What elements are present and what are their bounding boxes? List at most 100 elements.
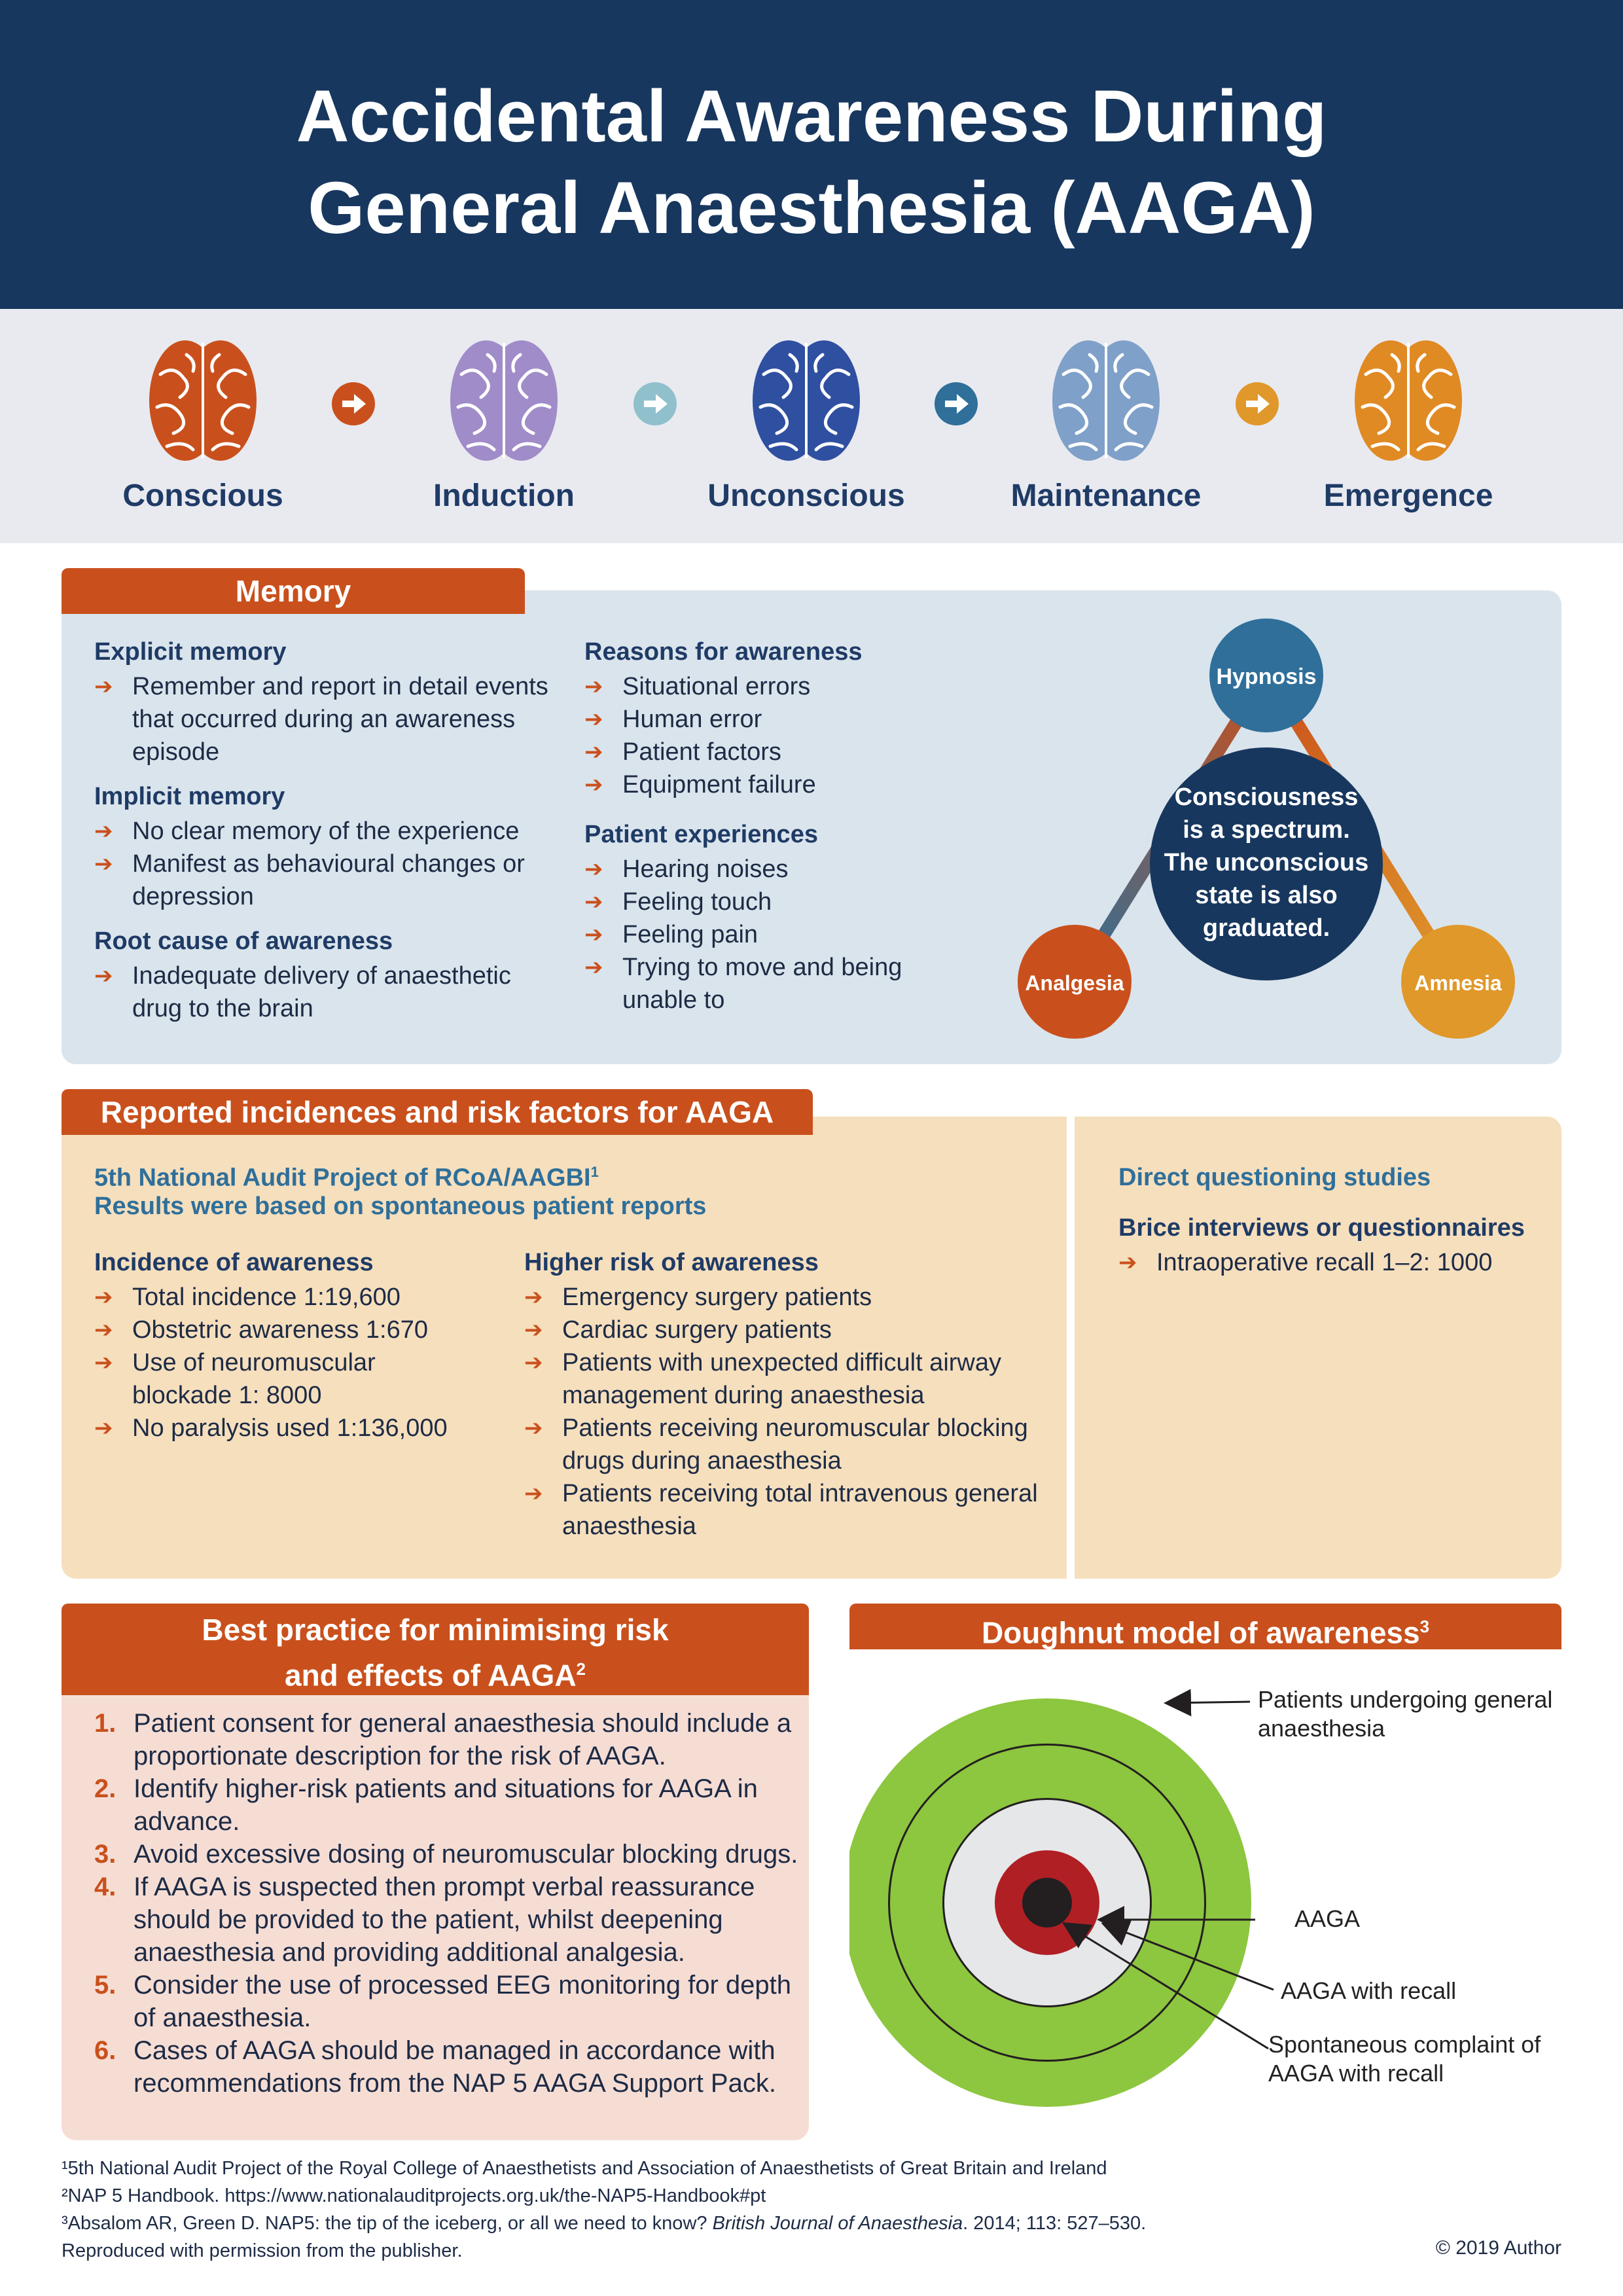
best-practice-title-line-2: and effects of AAGA (284, 1658, 577, 1693)
best-practice-number: 1. (94, 1709, 116, 1738)
center-text-line: Consciousness (1175, 783, 1359, 811)
best-practice-number: 4. (94, 1873, 116, 1901)
pointer-complaint (1061, 1922, 1269, 2050)
hypnosis-triangle-diagram: Hypnosis Analgesia Amnesia Consciousness… (1018, 619, 1515, 1039)
best-practice-number: 5. (94, 1971, 116, 2000)
incidence-heading: Incidence of awareness (94, 1249, 374, 1276)
reference-1: ¹5th National Audit Project of the Royal… (62, 2158, 1107, 2179)
copyright: © 2019 Author (1435, 2237, 1561, 2259)
brain-icon (753, 340, 860, 461)
stage-label: Unconscious (707, 478, 905, 513)
stage-label: Maintenance (1010, 478, 1202, 513)
stage-label: Conscious (122, 478, 283, 513)
brice-heading: Brice interviews or questionnaires (1118, 1214, 1525, 1242)
list-item: Human error (584, 703, 951, 736)
list-item: Total incidence 1:19,600 (94, 1281, 461, 1314)
nap-footnote-marker: 1 (590, 1164, 599, 1180)
best-practice-list-wrapper: 1.Patient consent for general anaesthesi… (62, 1707, 801, 2100)
stage-conscious: Conscious (92, 335, 314, 514)
list-item: Patients with unexpected difficult airwa… (524, 1346, 1048, 1412)
best-practice-item: 2.Identify higher-risk patients and situ… (62, 1772, 801, 1838)
pointer-recall (1101, 1920, 1274, 1991)
analgesia-label: Analgesia (1025, 971, 1124, 995)
header-banner (0, 0, 1623, 309)
reasons-heading: Reasons for awareness (584, 638, 863, 666)
memory-middle-column: Reasons for awareness Situational errors… (584, 638, 951, 1031)
direct-questioning-column: Direct questioning studies Brice intervi… (1118, 1164, 1544, 1293)
best-practice-item: 3.Avoid excessive dosing of neuromuscula… (62, 1838, 801, 1871)
brain-icon (1052, 340, 1160, 461)
best-practice-title-line-1: Best practice for minimising risk (202, 1613, 669, 1647)
list-item: Hearing noises (584, 853, 951, 886)
risk-tab: Reported incidences and risk factors for… (62, 1089, 813, 1135)
label-spontaneous-complaint: Spontaneous complaint of AAGA with recal… (1268, 2031, 1541, 2087)
list-item: Remember and report in detail events tha… (94, 670, 552, 768)
brain-icon (149, 340, 257, 461)
best-practice-text: Consider the use of processed EEG monito… (134, 1971, 791, 2032)
stage-unconscious: Unconscious (695, 335, 918, 514)
experiences-list: Hearing noisesFeeling touchFeeling painT… (584, 853, 951, 1016)
explicit-memory-heading: Explicit memory (94, 638, 287, 666)
arrow-right-icon (935, 382, 978, 425)
center-text-line: is a spectrum. (1183, 816, 1350, 844)
best-practice-text: Identify higher-risk patients and situat… (134, 1774, 758, 1836)
direct-questioning-heading: Direct questioning studies (1118, 1164, 1431, 1191)
doughnut-diagram (849, 1689, 1274, 2107)
title-line-2: General Anaesthesia (AAGA) (308, 167, 1315, 249)
best-practice-footnote-marker: 2 (576, 1659, 586, 1679)
arrow-right-icon (332, 382, 375, 425)
center-text-line: The unconscious (1164, 849, 1368, 876)
label-patients-undergoing: Patients undergoing general anaesthesia (1258, 1686, 1553, 1742)
list-item: Patient factors (584, 736, 951, 768)
list-item: Feeling touch (584, 886, 951, 918)
list-item: Manifest as behavioural changes or depre… (94, 848, 552, 913)
reference-3: ³Absalom AR, Green D. NAP5: the tip of t… (62, 2213, 1147, 2234)
stage-maintenance: Maintenance (995, 335, 1217, 514)
nap-heading: 5th National Audit Project of RCoA/AAGBI… (94, 1164, 1010, 1221)
list-item: Emergency surgery patients (524, 1281, 1048, 1314)
amnesia-label: Amnesia (1414, 971, 1502, 995)
best-practice-text: Cases of AAGA should be managed in accor… (134, 2036, 776, 2098)
best-practice-text: If AAGA is suspected then prompt verbal … (134, 1873, 755, 1967)
nap-line-1: 5th National Audit Project of RCoA/AAGBI (94, 1164, 591, 1192)
spectrum-center-text: Consciousness is a spectrum. The unconscio… (1164, 783, 1368, 942)
arrow-right-icon (633, 382, 677, 425)
arrow-right-icon (1236, 382, 1279, 425)
list-item: Use of neuromuscular blockade 1: 8000 (94, 1346, 461, 1412)
list-item: Patients receiving total intravenous gen… (524, 1477, 1048, 1543)
best-practice-number: 6. (94, 2036, 116, 2065)
doughnut-core (1022, 1878, 1072, 1928)
implicit-memory-list: No clear memory of the experienceManifes… (94, 815, 552, 913)
best-practice-number: 3. (94, 1840, 116, 1869)
explicit-memory-list: Remember and report in detail events tha… (94, 670, 552, 768)
references: ¹5th National Audit Project of the Royal… (62, 2155, 1567, 2265)
root-cause-list: Inadequate delivery of anaesthetic drug … (94, 960, 552, 1025)
list-item: No clear memory of the experience (94, 815, 552, 848)
center-text-line: state is also (1195, 882, 1338, 909)
incidence-column: Incidence of awareness Total incidence 1… (94, 1249, 461, 1459)
experiences-heading: Patient experiences (584, 821, 818, 848)
page-title: Accidental Awareness During General Anae… (0, 71, 1623, 254)
nap-line-2: Results were based on spontaneous patien… (94, 1192, 707, 1220)
implicit-memory-heading: Implicit memory (94, 783, 285, 810)
title-line-1: Accidental Awareness During (296, 75, 1327, 157)
label-aaga-recall: AAGA with recall (1281, 1977, 1457, 2004)
stage-label: Emergence (1323, 478, 1493, 513)
list-item: Inadequate delivery of anaesthetic drug … (94, 960, 552, 1025)
label-aaga: AAGA (1294, 1905, 1361, 1932)
amnesia-circle (1401, 925, 1515, 1039)
best-practice-panel (62, 1694, 809, 2140)
best-practice-item: 6. Cases of AAGA should be managed in acc… (62, 2034, 801, 2100)
list-item: Trying to move and being unable to (584, 951, 951, 1016)
risk-panel-right (1075, 1117, 1561, 1579)
brain-icon (450, 340, 558, 461)
best-practice-list: 1.Patient consent for general anaesthesi… (62, 1707, 801, 2100)
reference-3-journal: British Journal of Anaesthesia (712, 2213, 963, 2234)
stage-induction: Induction (393, 335, 615, 514)
best-practice-tab: Best practice for minimising risk and ef… (62, 1604, 809, 1695)
memory-left-column: Explicit memory Remember and report in d… (94, 638, 552, 1039)
higher-risk-column: Higher risk of awareness Emergency surge… (524, 1249, 1048, 1557)
doughnut-title: Doughnut model of awareness (981, 1615, 1420, 1650)
memory-tab: Memory (62, 568, 525, 614)
